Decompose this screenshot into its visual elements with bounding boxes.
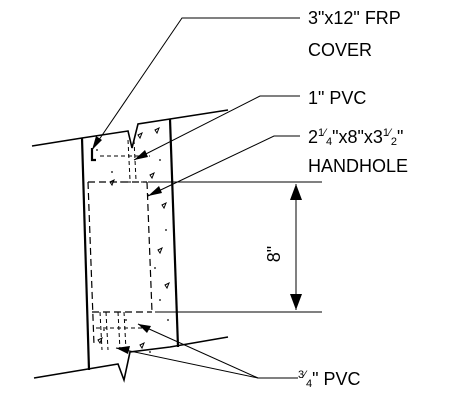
hh-a-den: 4 (326, 136, 332, 148)
hh-b-slash: ⁄ (386, 127, 393, 139)
hh-a-slash: ⁄ (321, 127, 328, 139)
pvc-34in-conduits (96, 311, 150, 351)
hh-b-num: 1 (383, 127, 389, 139)
concrete-hatch (96, 126, 170, 353)
label-handhole-line1: 21⁄4"x8"x31⁄2" (308, 127, 403, 148)
right-wall-outline (168, 118, 180, 348)
leader-pvc-34 (115, 323, 298, 379)
label-handhole-line2: HANDHOLE (308, 156, 408, 176)
hh-a-num: 1 (318, 127, 324, 139)
pvc34-num: 3 (298, 369, 304, 381)
hh-b: "x8"x3 (332, 127, 383, 147)
hh-c: " (397, 127, 403, 147)
label-frp-cover-line2: COVER (308, 40, 372, 60)
pvc34-rest: " PVC (312, 369, 360, 389)
left-wall-outline (80, 137, 91, 371)
label-pvc-1in: 1" PVC (308, 88, 366, 108)
bottom-break-line (33, 336, 229, 383)
pvc-1in-conduit (120, 139, 152, 183)
pvc34-den: 4 (306, 378, 312, 390)
handhole-box (87, 181, 153, 346)
top-break-line (31, 109, 229, 149)
label-frp-cover-line1: 3"x12" FRP (308, 8, 401, 28)
dimension-8in (150, 181, 322, 313)
pvc34-slash: ⁄ (301, 369, 308, 381)
hh-b-den: 2 (391, 136, 397, 148)
hh-a: 2 (308, 127, 318, 147)
leader-pvc-1in (133, 95, 300, 161)
label-pvc-34: 3⁄4" PVC (298, 369, 361, 390)
dimension-label: 8" (264, 246, 284, 262)
leader-frp-cover (91, 17, 300, 151)
leader-handhole (147, 135, 300, 197)
frp-cover (90, 148, 150, 162)
